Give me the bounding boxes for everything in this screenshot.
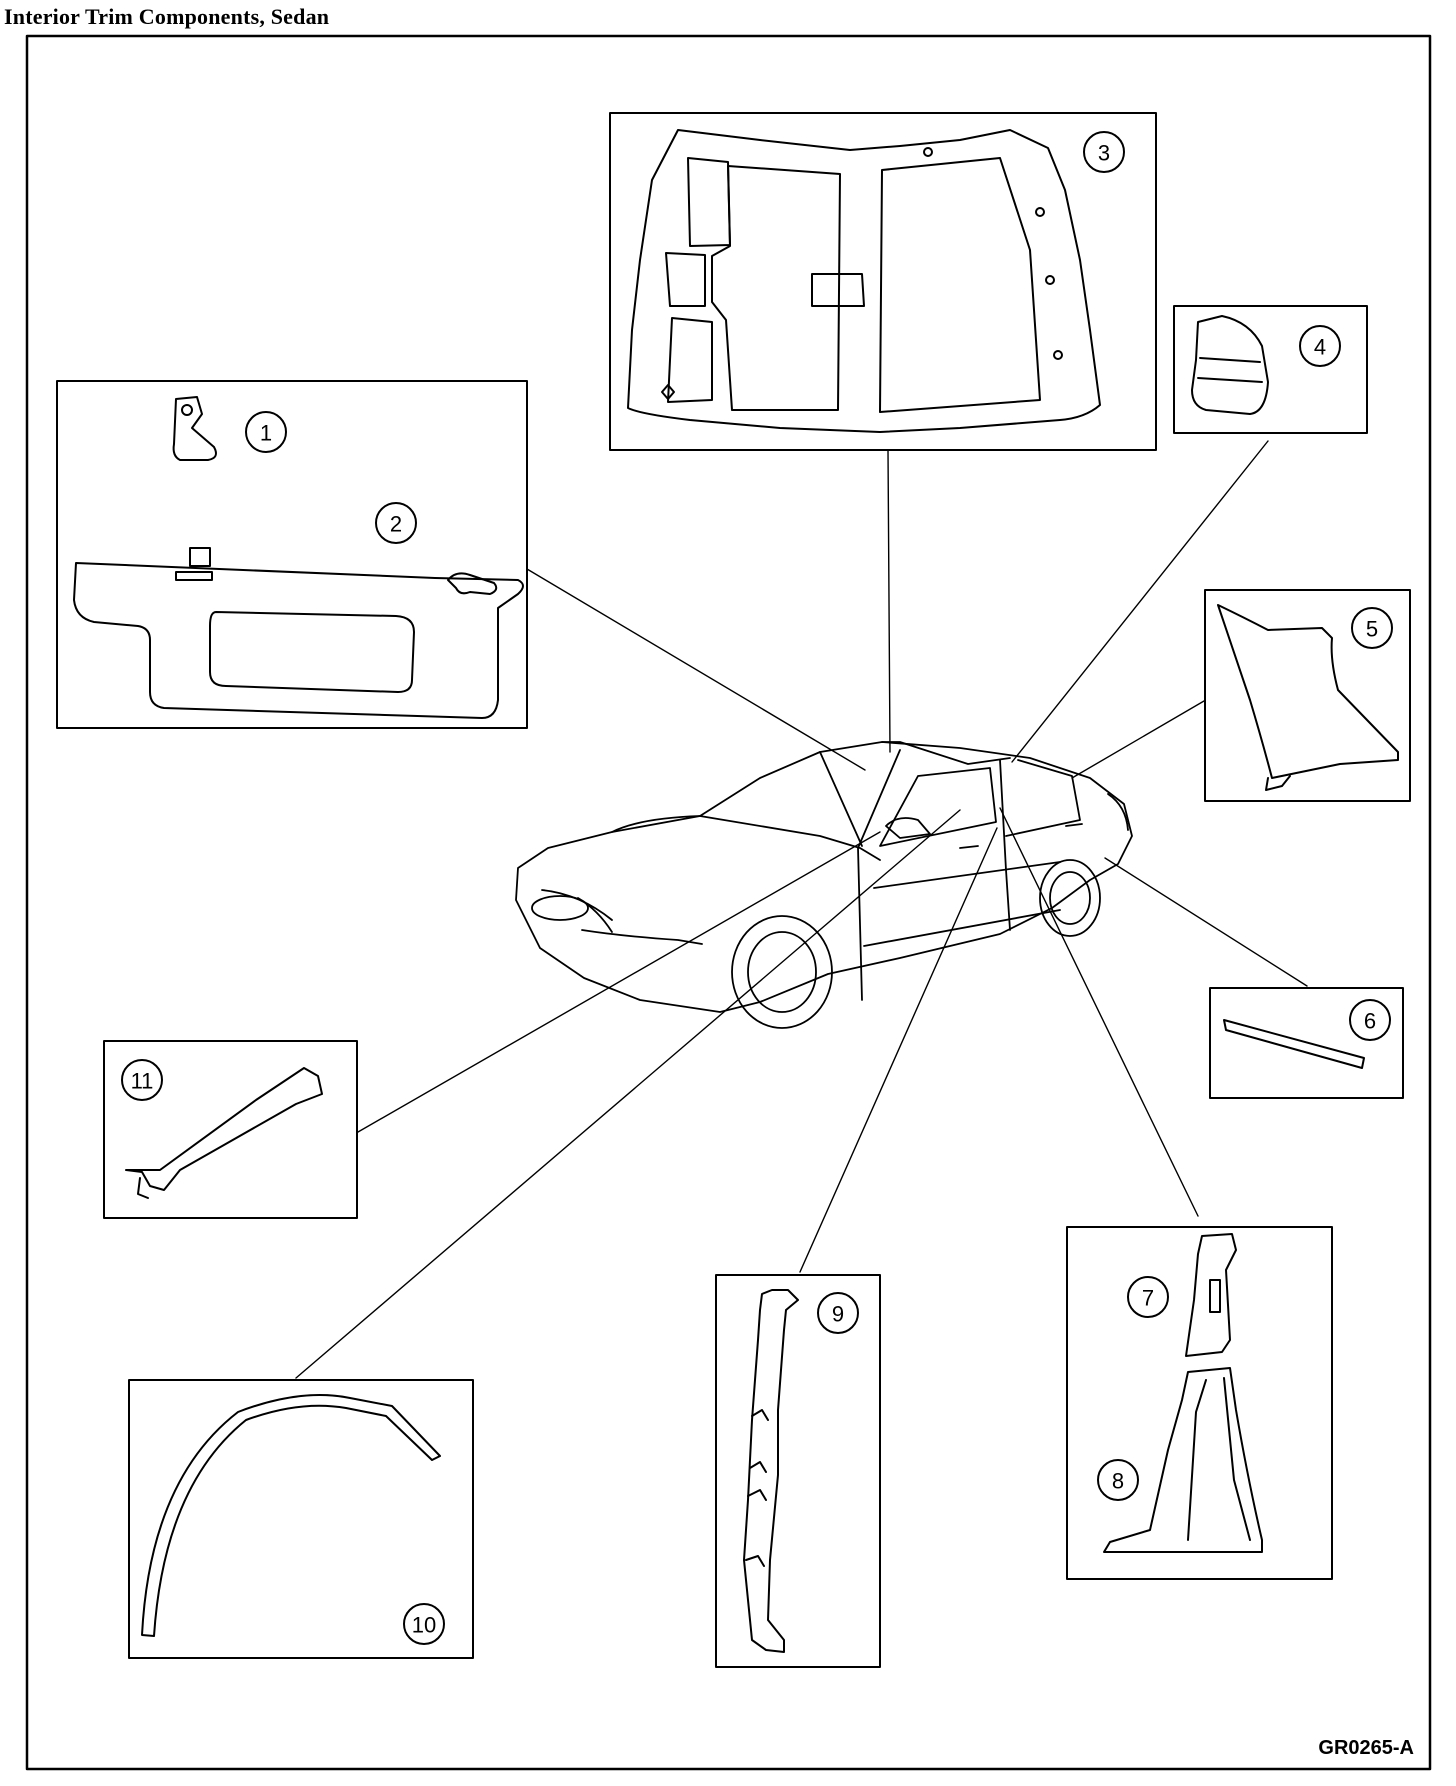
c-pillar-part [1217,604,1399,791]
b-pillar-lower-part [1103,1367,1263,1553]
callout-4 [1299,325,1341,367]
visor-clip-part [172,396,217,461]
panel-cpillar-upper [1173,305,1368,434]
callout-5 [1351,607,1393,649]
panel-visor [56,380,528,729]
panel-roof-rail [128,1379,474,1659]
callout-8 [1097,1459,1139,1501]
callout-9 [817,1292,859,1334]
a-pillar-part [125,1067,323,1199]
scuff-plate-part [1223,1019,1365,1069]
headliner-part [627,129,1101,433]
panel-cpillar [1204,589,1411,802]
callout-3 [1083,131,1125,173]
callout-label-1: 1 [260,421,272,446]
callout-label-5: 5 [1366,617,1378,642]
c-pillar-upper-part [1191,315,1269,415]
roof-rail-part [141,1394,441,1637]
weatherstrip-part [743,1289,799,1653]
callout-10 [403,1603,445,1645]
callout-11 [121,1059,163,1101]
sedan-vehicle [515,741,1133,1029]
callout-7 [1127,1276,1169,1318]
callout-label-8: 8 [1112,1469,1124,1494]
callout-label-11: 11 [131,1069,154,1094]
sun-visor-part [73,547,524,719]
b-pillar-upper-part [1185,1233,1237,1357]
callout-1 [245,411,287,453]
callout-label-4: 4 [1314,335,1326,360]
callout-circles [121,131,1393,1645]
panel-bpillar [1066,1226,1333,1580]
callout-6 [1349,999,1391,1041]
callout-label-9: 9 [832,1302,844,1327]
callout-label-2: 2 [390,512,402,537]
callout-label-10: 10 [412,1613,436,1638]
callout-2 [375,502,417,544]
panel-door-weatherstrip [715,1274,881,1668]
panel-headliner [609,112,1157,451]
outer-frame [25,34,1432,1771]
panel-scuff [1209,987,1404,1099]
callout-label-3: 3 [1098,141,1110,166]
figure-code: GR0265-A [1318,1737,1414,1759]
panel-apillar [103,1040,358,1219]
page-title: Interior Trim Components, Sedan [4,4,330,29]
leader-lines [295,440,1308,1379]
callout-label-7: 7 [1142,1286,1154,1311]
callout-label-6: 6 [1364,1009,1376,1034]
